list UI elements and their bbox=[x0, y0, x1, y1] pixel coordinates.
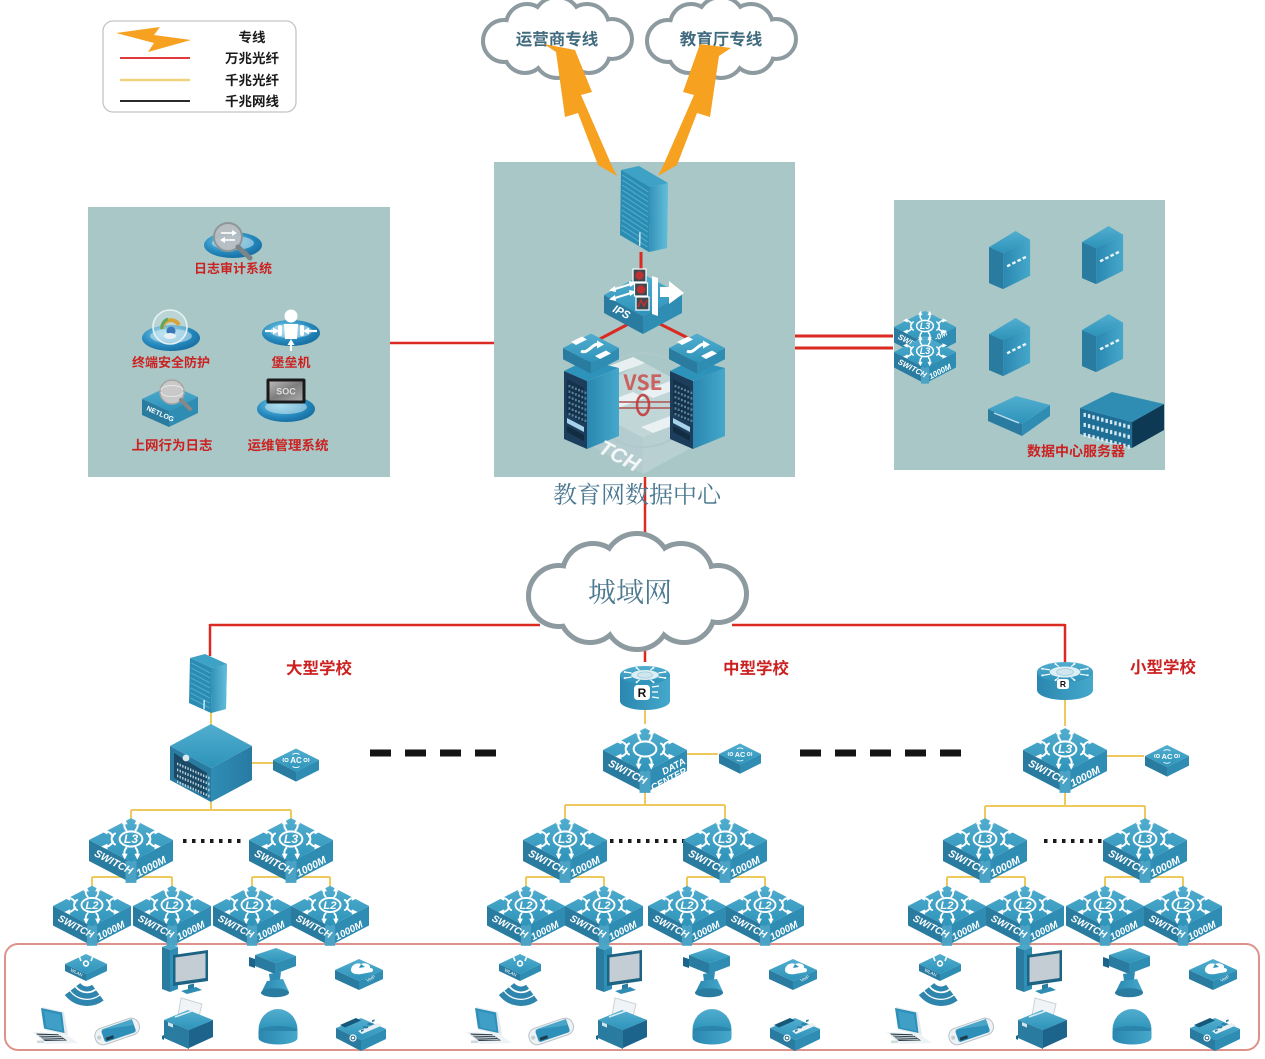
svg-text:L2: L2 bbox=[1018, 900, 1032, 912]
svg-text:L2: L2 bbox=[680, 900, 694, 912]
svg-text:SOC: SOC bbox=[276, 387, 296, 397]
svg-text:L3: L3 bbox=[1138, 832, 1152, 846]
svg-text:R: R bbox=[1060, 679, 1066, 689]
svg-text:AC: AC bbox=[290, 756, 302, 765]
svg-text:L2: L2 bbox=[323, 900, 337, 912]
svg-text:L2: L2 bbox=[1176, 900, 1190, 912]
svg-text:R: R bbox=[638, 686, 647, 700]
svg-text:L2: L2 bbox=[758, 900, 772, 912]
svg-text:L3: L3 bbox=[124, 832, 138, 846]
svg-text:L3: L3 bbox=[1058, 742, 1072, 756]
svg-text:L2: L2 bbox=[519, 900, 533, 912]
svg-text:L3: L3 bbox=[920, 321, 931, 331]
svg-text:AC: AC bbox=[1161, 752, 1173, 761]
svg-text:L3: L3 bbox=[718, 832, 732, 846]
svg-text:L2: L2 bbox=[1098, 900, 1112, 912]
svg-text:L3: L3 bbox=[558, 832, 572, 846]
svg-text:L2: L2 bbox=[245, 900, 259, 912]
svg-text:L2: L2 bbox=[597, 900, 611, 912]
svg-text:L2: L2 bbox=[940, 900, 954, 912]
svg-text:L3: L3 bbox=[978, 832, 992, 846]
svg-text:L2: L2 bbox=[85, 900, 99, 912]
svg-text:L3: L3 bbox=[284, 832, 298, 846]
svg-text:L2: L2 bbox=[165, 900, 179, 912]
svg-text:AC: AC bbox=[735, 750, 746, 759]
svg-text:L3: L3 bbox=[920, 346, 931, 356]
